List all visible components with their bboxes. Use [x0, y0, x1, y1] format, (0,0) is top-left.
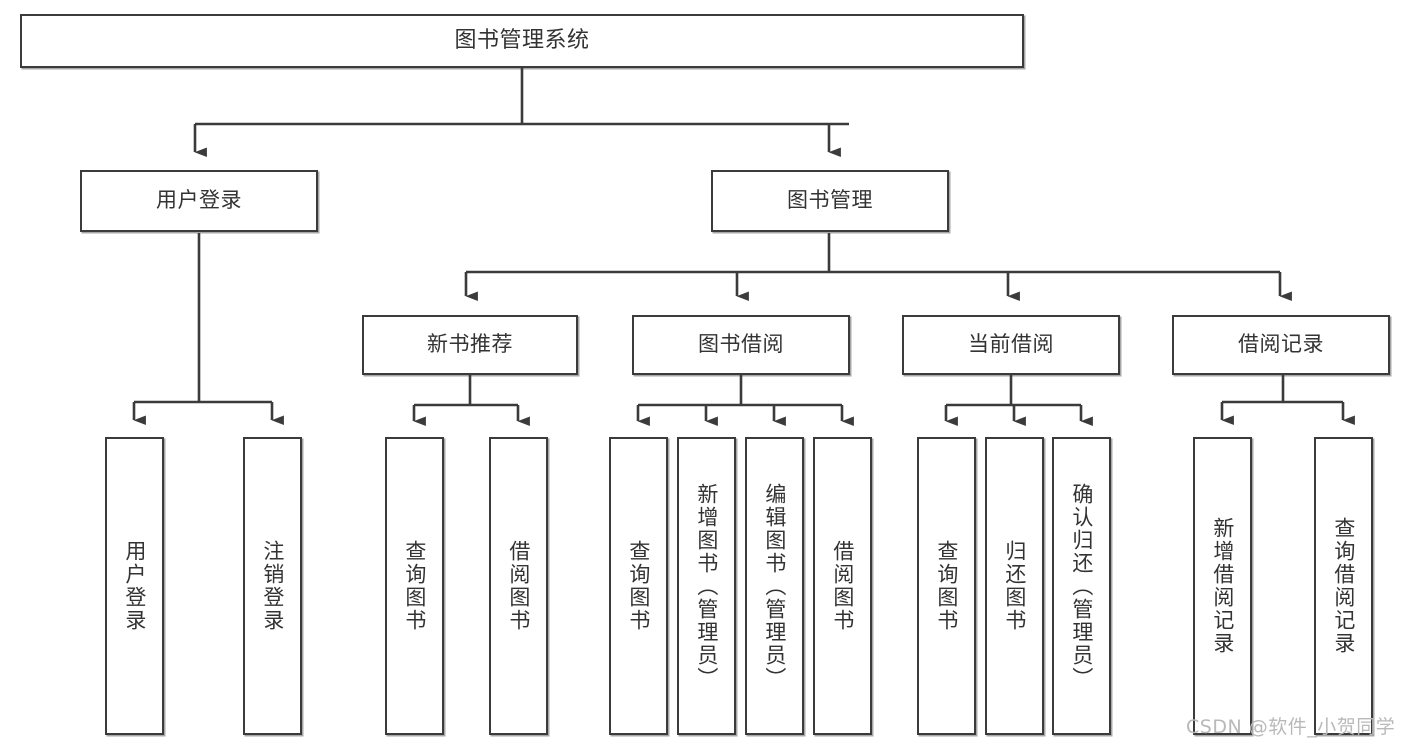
node-borrow-records[interactable]: 借阅记录 [1172, 315, 1390, 375]
leaf-query-borrow-record-label: 查询借阅记录 [1331, 517, 1356, 655]
node-book-borrow[interactable]: 图书借阅 [632, 315, 850, 375]
leaf-query-borrow-record[interactable]: 查询借阅记录 [1314, 437, 1373, 735]
leaf-add-borrow-record-label: 新增借阅记录 [1210, 517, 1235, 655]
leaf-borrow-book-recommend-label: 借阅图书 [506, 540, 531, 632]
node-new-book-recommend[interactable]: 新书推荐 [362, 315, 578, 375]
leaf-return-book[interactable]: 归还图书 [985, 437, 1044, 735]
leaf-query-book-recommend[interactable]: 查询图书 [385, 437, 444, 735]
node-root-label: 图书管理系统 [454, 27, 590, 53]
leaf-user-login-label: 用户登录 [122, 540, 147, 632]
leaf-borrow-book-label: 借阅图书 [830, 540, 855, 632]
leaf-query-book-current-label: 查询图书 [934, 540, 959, 632]
leaf-borrow-book-recommend[interactable]: 借阅图书 [489, 437, 548, 735]
node-book-management[interactable]: 图书管理 [711, 170, 949, 232]
leaf-add-borrow-record[interactable]: 新增借阅记录 [1193, 437, 1252, 735]
leaf-query-book-borrow-label: 查询图书 [626, 540, 651, 632]
leaf-logout-label: 注销登录 [260, 540, 285, 632]
leaf-return-book-label: 归还图书 [1002, 540, 1027, 632]
leaf-add-book-admin-label: 新增图书（管理员） [694, 482, 719, 690]
node-root[interactable]: 图书管理系统 [20, 14, 1024, 68]
leaf-query-book-current[interactable]: 查询图书 [917, 437, 976, 735]
leaf-add-book-admin[interactable]: 新增图书（管理员） [677, 437, 736, 735]
node-user-login-label: 用户登录 [156, 188, 242, 213]
leaf-query-book-recommend-label: 查询图书 [402, 540, 427, 632]
node-current-borrow-label: 当前借阅 [968, 332, 1054, 357]
node-user-login[interactable]: 用户登录 [80, 170, 318, 232]
node-new-book-recommend-label: 新书推荐 [427, 332, 513, 357]
leaf-confirm-return-admin[interactable]: 确认归还（管理员） [1052, 437, 1111, 735]
csdn-watermark: CSDN @软件_小贺同学 [1186, 716, 1396, 738]
leaf-edit-book-admin-label: 编辑图书（管理员） [762, 482, 787, 690]
leaf-user-login[interactable]: 用户登录 [105, 437, 164, 735]
node-borrow-records-label: 借阅记录 [1238, 332, 1324, 357]
leaf-query-book-borrow[interactable]: 查询图书 [609, 437, 668, 735]
leaf-borrow-book[interactable]: 借阅图书 [813, 437, 872, 735]
leaf-confirm-return-admin-label: 确认归还（管理员） [1069, 482, 1094, 690]
node-current-borrow[interactable]: 当前借阅 [902, 315, 1120, 375]
leaf-edit-book-admin[interactable]: 编辑图书（管理员） [745, 437, 804, 735]
node-book-management-label: 图书管理 [787, 188, 873, 213]
leaf-logout[interactable]: 注销登录 [243, 437, 302, 735]
node-book-borrow-label: 图书借阅 [698, 332, 784, 357]
